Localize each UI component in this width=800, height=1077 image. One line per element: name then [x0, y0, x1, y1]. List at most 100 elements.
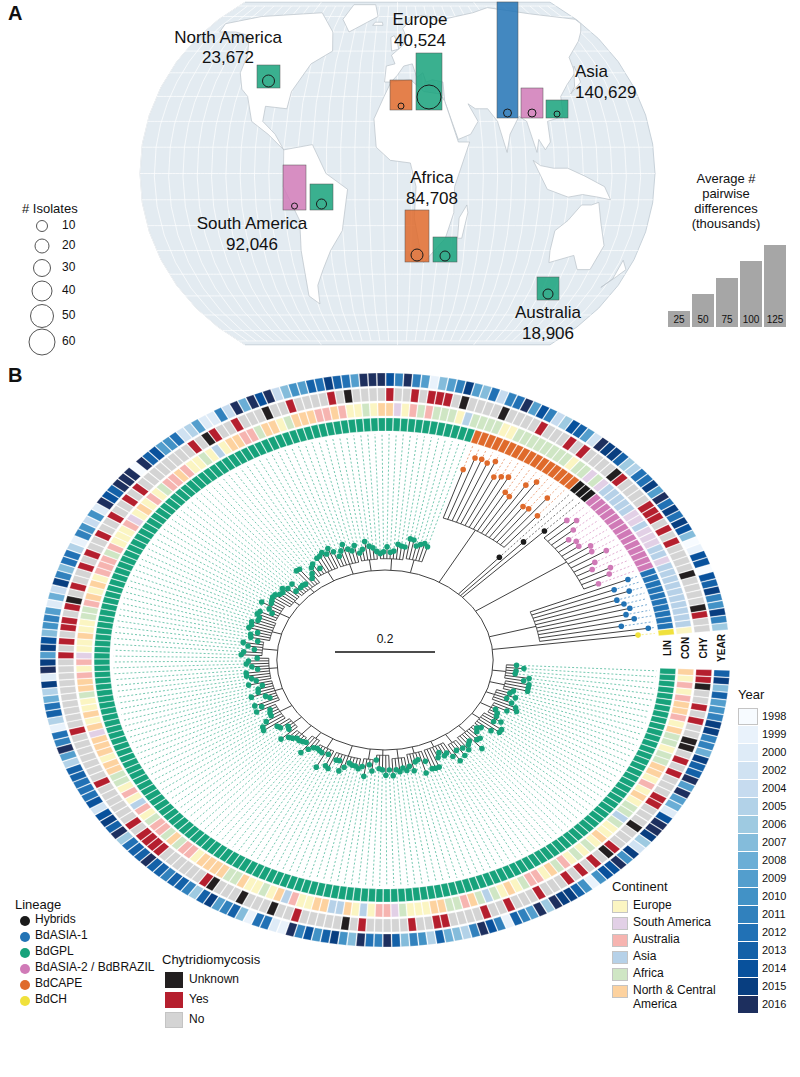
- tip-dot: [460, 745, 466, 751]
- tip-dot: [498, 474, 504, 480]
- isolate-count-circle: [292, 203, 298, 209]
- tip-dot: [621, 601, 627, 607]
- ring-cell: [405, 888, 413, 901]
- tip-dot: [259, 704, 265, 710]
- tip-dot: [603, 548, 609, 554]
- legend-label: 2006: [762, 818, 786, 831]
- leaf-leader: [114, 644, 240, 651]
- leaf-leader: [156, 539, 269, 599]
- scale-bar: [335, 651, 435, 653]
- ring-cell: [40, 673, 56, 680]
- ring-cell: [695, 676, 711, 683]
- tip-dot: [297, 567, 303, 573]
- leaf-leader: [272, 455, 325, 552]
- legend-swatch: [738, 852, 758, 869]
- ring-cell: [40, 652, 56, 659]
- diversity-bar: [405, 210, 429, 262]
- legend-label: 2002: [762, 764, 786, 777]
- ring-cell: [356, 933, 365, 946]
- leaf-leader: [633, 587, 643, 590]
- tip-dot: [263, 693, 269, 699]
- ring-cell: [400, 933, 409, 946]
- branch: [574, 562, 595, 572]
- ring-label: LIN: [662, 640, 674, 656]
- leaf-leader: [118, 681, 252, 703]
- ring-cell: [353, 888, 361, 901]
- ring-cell: [315, 378, 326, 392]
- leaf-leader: [166, 728, 274, 794]
- tip-dot: [574, 518, 580, 524]
- tip-dot: [479, 746, 485, 752]
- tip-dot: [509, 700, 515, 706]
- tip-dot: [249, 619, 255, 625]
- ring-cell: [393, 418, 400, 431]
- legend-label: South America: [633, 916, 733, 930]
- branch: [461, 542, 524, 596]
- leaf-leader: [285, 450, 332, 549]
- legend-swatch: [612, 900, 628, 913]
- legend-label: 125: [764, 314, 786, 326]
- ring-cell: [59, 638, 75, 645]
- phylogenetic-tree: [40, 373, 730, 947]
- legend-swatch: [612, 917, 628, 930]
- leaf-leader: [142, 559, 269, 612]
- leaf-leader: [519, 699, 642, 735]
- ring-cell: [338, 405, 347, 419]
- ring-cell: [392, 934, 400, 947]
- ring-cell: [714, 670, 730, 677]
- ring-cell: [323, 376, 333, 390]
- tip-dot: [341, 764, 347, 770]
- legend-label: 10: [62, 219, 75, 233]
- tip-dot: [249, 694, 255, 700]
- leaf-leader: [426, 443, 459, 541]
- isolate-size-circle: [37, 221, 48, 232]
- tip-dot: [611, 587, 617, 593]
- legend-label: BdASIA-2 / BdBRAZIL: [35, 961, 154, 975]
- legend-title: Year: [738, 688, 764, 703]
- ring-cell: [412, 887, 420, 901]
- tip-dot: [588, 543, 594, 549]
- legend-label: BdGPL: [35, 945, 74, 959]
- ring-cell: [694, 683, 710, 691]
- ring-cell: [367, 904, 375, 917]
- ring-cell: [94, 647, 110, 653]
- ring-cell: [58, 666, 74, 673]
- ring-cell: [391, 889, 398, 902]
- ring-cell: [659, 674, 675, 680]
- leaf-leaders: [113, 434, 656, 886]
- legend-title: Chytridiomycosis: [162, 953, 260, 968]
- leaf-leader: [441, 770, 491, 868]
- tip-dot: [570, 527, 576, 533]
- leaf-leader: [484, 751, 568, 827]
- leaf-leader: [532, 689, 650, 712]
- leaf-leader: [411, 437, 432, 536]
- ring-cell: [41, 629, 57, 637]
- ring-cell: [417, 404, 426, 418]
- leaf-leader: [533, 685, 651, 705]
- leaf-leader: [122, 604, 254, 632]
- leaf-leader: [151, 717, 268, 774]
- leaf-leader: [113, 656, 253, 658]
- ring-cell: [346, 404, 355, 418]
- leaf-leader: [504, 724, 614, 783]
- tip-dot: [274, 723, 280, 729]
- leaf-leader: [464, 446, 472, 467]
- tip-dot: [573, 539, 579, 545]
- ring-cell: [402, 388, 411, 401]
- ring-cell: [383, 934, 391, 947]
- leaf-leader: [117, 679, 248, 697]
- leaf-leader: [319, 441, 351, 548]
- leaf-leader: [510, 712, 628, 761]
- ring-cell: [359, 903, 367, 916]
- tip-dot: [325, 546, 331, 552]
- continent-name: Asia: [575, 62, 608, 82]
- ring-cell: [659, 680, 675, 687]
- leaf-leader: [405, 436, 424, 544]
- ring-cell: [710, 698, 727, 706]
- leaf-leader: [633, 604, 648, 607]
- leaf-leader: [382, 434, 384, 549]
- leaf-leader: [517, 692, 646, 723]
- ring-cell: [60, 624, 76, 632]
- leaf-leader: [344, 779, 363, 883]
